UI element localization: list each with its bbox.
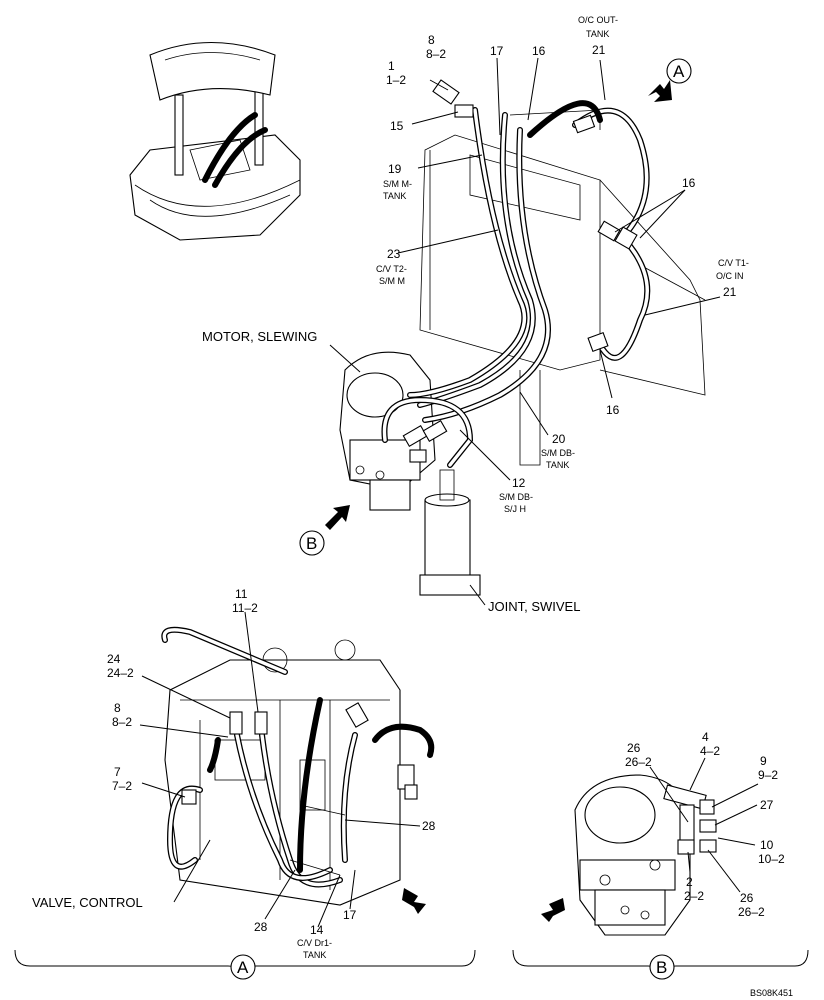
- callout-11-2: 11–2: [232, 601, 258, 615]
- callout-23-desc-2: S/M M: [379, 276, 405, 286]
- callout-26-2-bottom: 26–2: [738, 905, 765, 919]
- callout-21-desc-2: TANK: [586, 29, 609, 39]
- callout-1: 1: [388, 59, 395, 73]
- marker-b-letter: B: [306, 534, 317, 553]
- callout-21-desc-1: O/C OUT-: [578, 15, 618, 25]
- callout-7-2: 7–2: [112, 779, 132, 793]
- callout-21-right-desc-1: C/V T1-: [718, 258, 749, 268]
- callout-23: 23: [387, 247, 401, 261]
- marker-b-circle: [299, 530, 325, 556]
- callout-2: 2: [686, 875, 693, 889]
- callout-12: 12: [512, 476, 526, 490]
- callout-8: 8: [428, 33, 435, 47]
- callout-24: 24: [107, 652, 121, 666]
- callout-21-right: 21: [723, 285, 737, 299]
- callout-19-desc-2: TANK: [383, 191, 406, 201]
- view-b-caption-circle: [649, 954, 675, 980]
- callout-28-left: 28: [254, 920, 268, 934]
- callout-11: 11: [235, 587, 248, 601]
- callout-15: 15: [390, 119, 404, 133]
- motor-slewing-label: MOTOR, SLEWING: [202, 329, 317, 344]
- callout-21-top: 21: [592, 43, 606, 57]
- callout-17-view-a: 17: [343, 908, 357, 922]
- view-a-arrow: [648, 80, 672, 102]
- callout-10: 10: [760, 838, 774, 852]
- callout-1-2: 1–2: [386, 73, 406, 87]
- callout-9: 9: [760, 754, 767, 768]
- fitting-1: [432, 79, 460, 105]
- callout-24-2: 24–2: [107, 666, 134, 680]
- slewing-motor-view-b: [574, 774, 691, 936]
- callout-19-desc-1: S/M M-: [383, 179, 412, 189]
- view-a-direction-arrow: [402, 888, 426, 914]
- machine-overview-illustration: [129, 41, 301, 241]
- view-b-caption: B: [656, 958, 667, 977]
- callout-26-2-top: 26–2: [625, 755, 652, 769]
- swivel-joint: [419, 469, 481, 596]
- callout-20-desc-1: S/M DB-: [541, 448, 575, 458]
- callout-8-view-a: 8: [114, 701, 121, 715]
- main-view: 1 1–2 8 8–2 15 17 16 O/C OUT- TANK 21 19…: [202, 15, 749, 614]
- valve-control-label: VALVE, CONTROL: [32, 895, 143, 910]
- callout-21-right-desc-2: O/C IN: [716, 271, 744, 281]
- marker-a-letter: A: [673, 62, 685, 81]
- callout-4-2: 4–2: [700, 744, 720, 758]
- callout-17: 17: [490, 44, 504, 58]
- callout-16-bottom: 16: [606, 403, 620, 417]
- callout-20: 20: [552, 432, 566, 446]
- callout-28-right: 28: [422, 819, 436, 833]
- view-a-caption-circle: [230, 954, 256, 980]
- callout-26-bottom: 26: [740, 891, 754, 905]
- callout-9-2: 9–2: [758, 768, 778, 782]
- callout-2-2: 2–2: [684, 889, 704, 903]
- joint-swivel-label: JOINT, SWIVEL: [488, 599, 580, 614]
- view-a-caption: A: [237, 958, 249, 977]
- callout-20-desc-2: TANK: [546, 460, 569, 470]
- callout-16-right: 16: [682, 176, 696, 190]
- callout-14: 14: [310, 923, 324, 937]
- marker-a-circle: [666, 58, 692, 84]
- callout-7: 7: [114, 765, 121, 779]
- callout-8-2: 8–2: [426, 47, 446, 61]
- drawing-id: BS08K451: [750, 988, 793, 998]
- callout-12-desc-2: S/J H: [504, 504, 526, 514]
- callout-12-desc-1: S/M DB-: [499, 492, 533, 502]
- callout-16-top: 16: [532, 44, 546, 58]
- view-b: 26 26–2 4 4–2 9 9–2 27 10 10–2 2 2–2 26 …: [512, 730, 809, 980]
- callout-19: 19: [388, 162, 402, 176]
- callout-14-desc-1: C/V Dr1-: [297, 938, 332, 948]
- callout-8-2-view-a: 8–2: [112, 715, 132, 729]
- callout-27: 27: [760, 798, 774, 812]
- hose-21-lower: [597, 237, 651, 361]
- tank-body-outline: [419, 134, 601, 371]
- view-a: 11 11–2 24 24–2 8 8–2 7 7–2 28 VALVE, CO…: [14, 587, 476, 980]
- view-b-arrow: [325, 505, 350, 530]
- callout-23-desc-1: C/V T2-: [376, 264, 407, 274]
- callout-14-desc-2: TANK: [303, 950, 326, 960]
- view-b-direction-arrow: [541, 898, 565, 922]
- callout-4: 4: [702, 730, 709, 744]
- callout-26-top: 26: [627, 741, 641, 755]
- callout-10-2: 10–2: [758, 852, 785, 866]
